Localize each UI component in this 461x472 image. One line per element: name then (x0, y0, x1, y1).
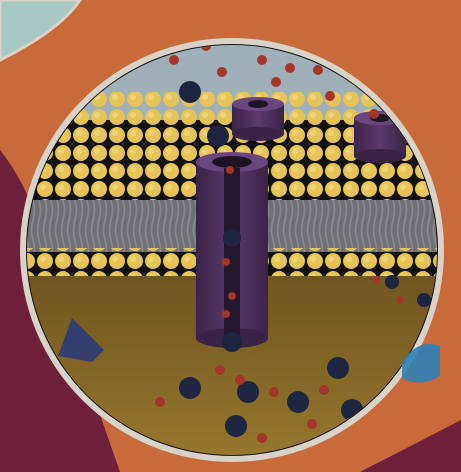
particle-icon (319, 385, 329, 395)
particle-icon (155, 397, 165, 407)
particle-icon (285, 63, 295, 73)
particle-icon (307, 419, 317, 429)
particle-icon (228, 292, 236, 300)
particle-icon (271, 77, 281, 87)
particle-icon (222, 310, 230, 318)
small-channel-protein-icon (232, 97, 284, 141)
particle-icon (396, 296, 404, 304)
particle-icon (269, 387, 279, 397)
particle-icon (313, 65, 323, 75)
particle-icon (207, 125, 229, 147)
particle-icon (327, 357, 349, 379)
particle-icon (372, 276, 380, 284)
particle-icon (222, 332, 242, 352)
particle-icon (179, 81, 201, 103)
particle-icon (225, 415, 247, 437)
particle-icon (369, 109, 379, 119)
particle-icon (257, 55, 267, 65)
particle-icon (222, 258, 230, 266)
particle-icon (417, 293, 431, 307)
particle-icon (169, 55, 179, 65)
particle-icon (223, 229, 241, 247)
particle-icon (226, 166, 234, 174)
particle-icon (257, 433, 267, 443)
particle-icon (235, 375, 245, 385)
particle-icon (325, 91, 335, 101)
particle-icon (179, 377, 201, 399)
particle-icon (215, 365, 225, 375)
particle-icon (385, 275, 399, 289)
particle-icon (217, 67, 227, 77)
particle-icon (287, 391, 309, 413)
membrane-channel-protein-icon (196, 152, 268, 348)
